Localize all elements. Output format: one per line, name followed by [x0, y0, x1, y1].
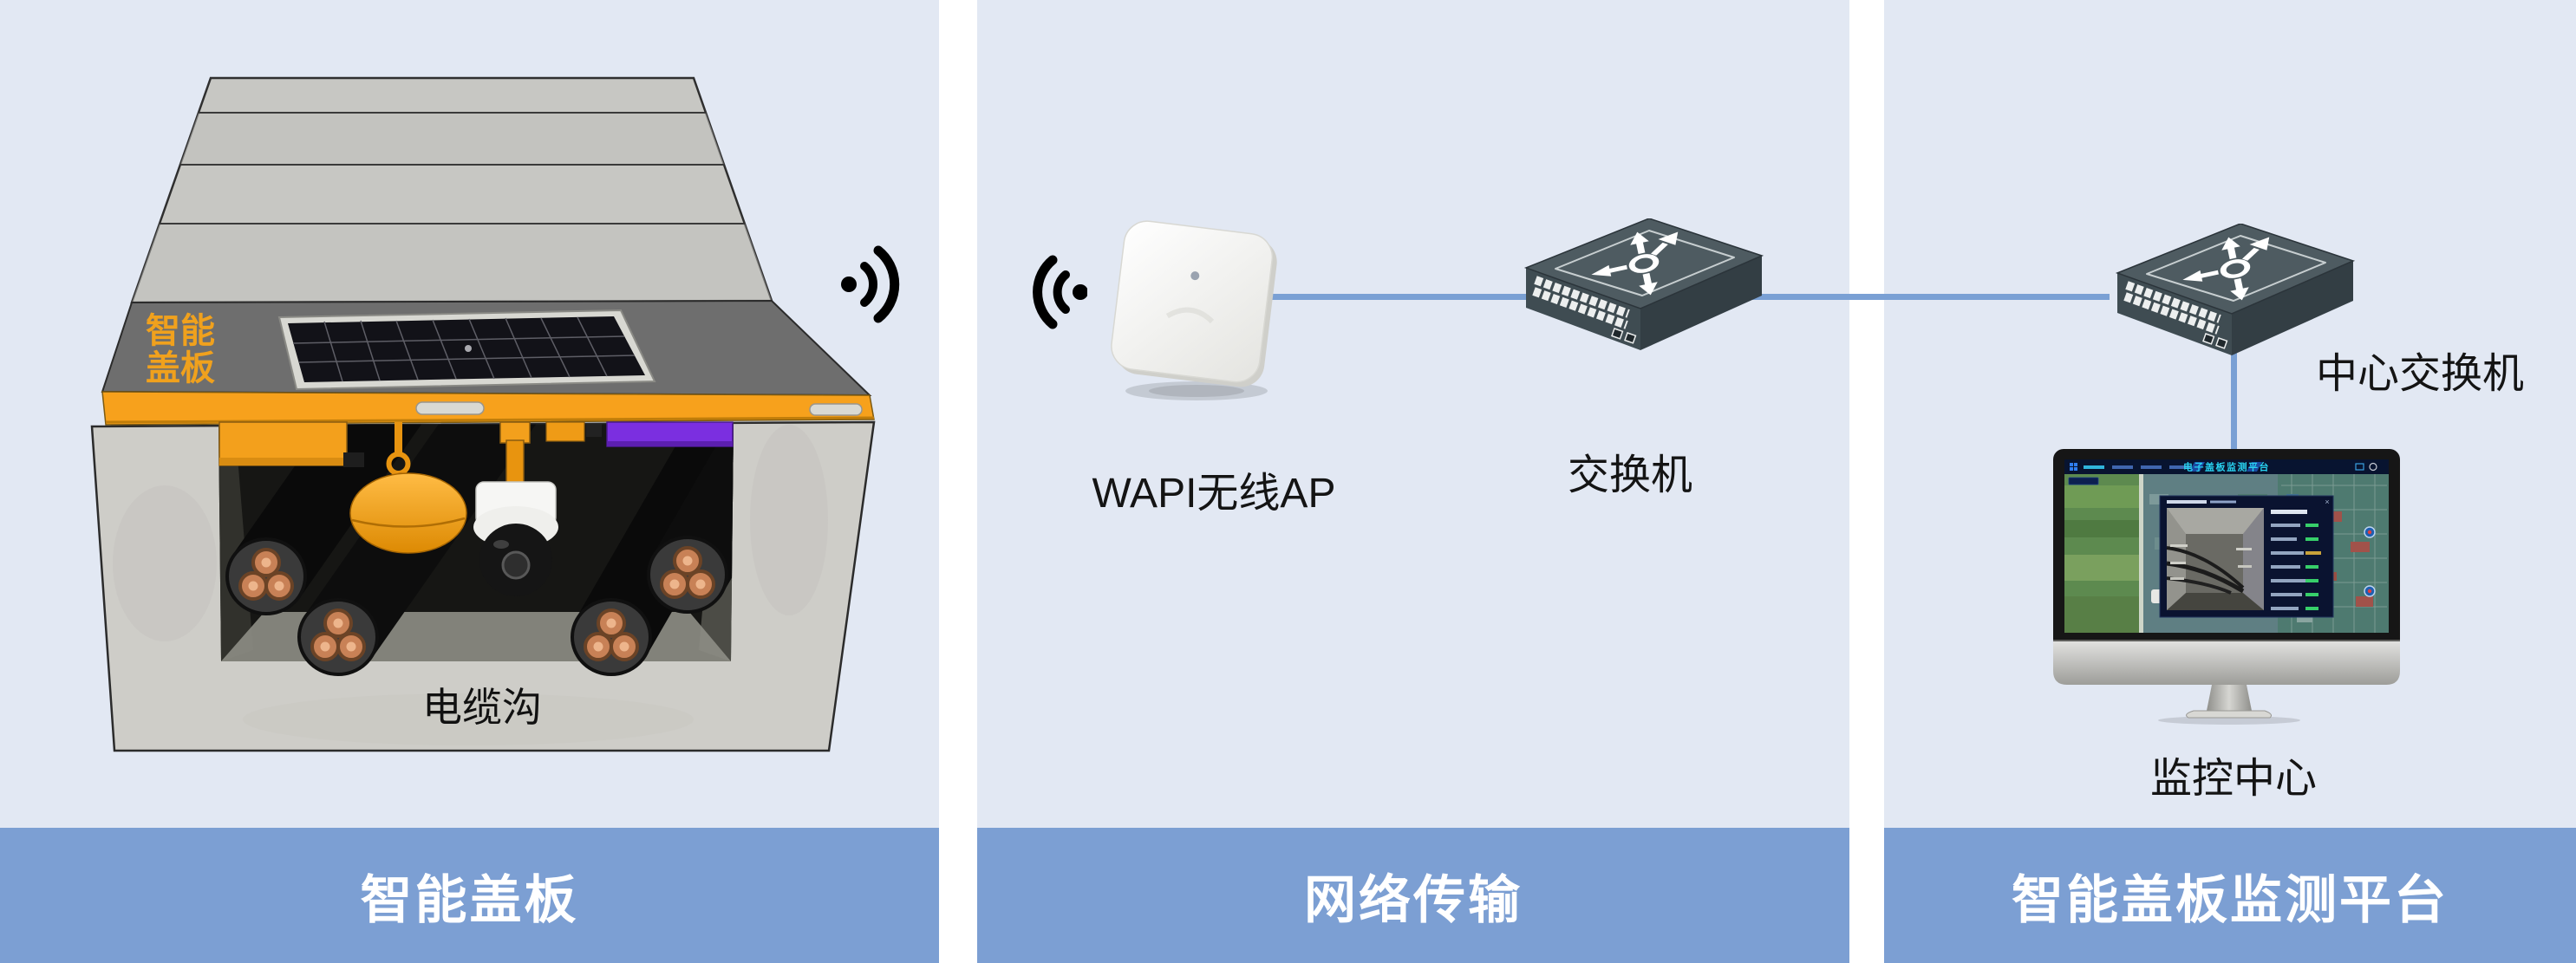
nav-item[interactable]	[2169, 465, 2190, 469]
ap-label: WAPI无线AP	[1092, 471, 1336, 517]
solar-panel	[277, 309, 656, 391]
grid-icon	[2070, 463, 2077, 471]
trench-label: 电缆沟	[422, 685, 542, 730]
cable-trench-illustration: 智能 盖板	[90, 76, 900, 752]
trench-top-plates	[130, 76, 773, 304]
sensor-box	[218, 421, 364, 467]
monitor-stand-neck	[2207, 685, 2252, 711]
monitor-chin	[2053, 640, 2400, 685]
smart-cover-label-line2: 盖板	[146, 349, 215, 387]
smart-cover-orange-band	[101, 391, 875, 426]
monitoring-center-computer: 电子盖板监测平台 ×	[2053, 449, 2400, 725]
wifi-signal-out-icon	[841, 245, 900, 323]
map-layer-chip[interactable]	[2068, 477, 2099, 485]
panel-title: 网络传输	[1304, 870, 1523, 929]
device-popup: ×	[2159, 495, 2334, 618]
panel-network-transmission: 网络传输	[977, 0, 1849, 963]
monitor-stand-base	[2186, 710, 2272, 719]
central-switch-label: 中心交换机	[2315, 351, 2525, 397]
float-sensor	[349, 422, 467, 554]
screen-title: 电子盖板监测平台	[2183, 461, 2270, 473]
screen-navbar: 电子盖板监测平台	[2064, 459, 2389, 485]
panel-title-bar: 智能盖板监测平台	[1884, 828, 2576, 963]
cable-cross-sections	[225, 536, 728, 676]
popup-data-rows	[2271, 510, 2321, 610]
switch-ports	[2123, 281, 2228, 349]
panel-title-bar: 智能盖板	[0, 828, 939, 963]
smart-cover-label: 智能 盖板	[146, 312, 215, 387]
cover-handle	[809, 403, 863, 416]
wifi-signal-in-icon	[1033, 255, 1087, 329]
wireless-ap-illustration	[1111, 220, 1277, 400]
panel-title-bar: 网络传输	[977, 828, 1849, 963]
central-switch-illustration	[2115, 224, 2356, 355]
user-icon[interactable]	[2369, 462, 2377, 472]
controller-box	[606, 421, 734, 447]
connector-switch-to-monitor	[2231, 299, 2237, 453]
routing-arrows-icon	[2182, 237, 2270, 301]
tunnel-camera-photo	[2166, 508, 2264, 610]
switch-ports	[1532, 276, 1637, 344]
screen-nav-icon[interactable]	[2355, 463, 2364, 471]
ap-led	[1190, 271, 1200, 281]
network-switch-illustration	[1523, 218, 1764, 350]
cover-handle	[415, 401, 485, 415]
nav-item[interactable]	[2141, 465, 2162, 469]
monitor-screen: 电子盖板监测平台 ×	[2064, 459, 2389, 633]
ptz-camera	[473, 421, 558, 596]
monitoring-center-label: 监控中心	[2149, 756, 2318, 802]
smart-cover-label-line1: 智能	[146, 312, 215, 350]
nav-item[interactable]	[2112, 465, 2133, 469]
nav-item[interactable]	[2084, 465, 2104, 469]
gas-sensor-fitting	[545, 421, 602, 442]
panel-title: 智能盖板监测平台	[2012, 870, 2449, 929]
trench-opening	[218, 421, 734, 676]
map-marker[interactable]	[2364, 585, 2376, 597]
routing-arrows-icon	[1591, 231, 1679, 296]
map-marker[interactable]	[2364, 526, 2376, 538]
switch-label: 交换机	[1567, 452, 1693, 498]
panel-title: 智能盖板	[360, 870, 579, 929]
popup-close-icon[interactable]: ×	[2325, 498, 2329, 506]
